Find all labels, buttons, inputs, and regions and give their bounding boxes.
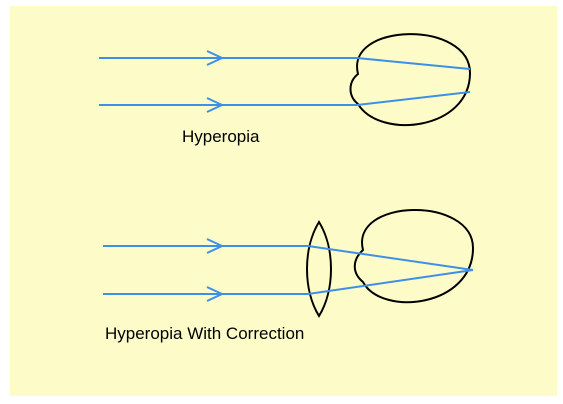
diagram-panel: [10, 6, 557, 396]
light-ray-upper-converging: [307, 245, 474, 271]
hyperopia-correction-caption: Hyperopia With Correction: [105, 324, 305, 343]
convex-lens: [306, 220, 332, 318]
hyperopia-caption: Hyperopia: [182, 127, 260, 146]
arrow-head-upper: [206, 50, 225, 66]
light-ray-lower-converging: [307, 269, 474, 295]
arrow-head-lower: [206, 286, 225, 302]
arrow-head-upper: [206, 238, 225, 254]
hyperopia-diagram: [99, 33, 472, 126]
hyperopia-correction-diagram: [103, 209, 475, 318]
eyeball-outline: [349, 33, 472, 126]
arrow-head-lower: [206, 97, 225, 113]
light-ray-upper-refracted: [356, 57, 471, 70]
eyeball-outline: [353, 209, 475, 304]
light-ray-lower-refracted: [356, 91, 471, 106]
